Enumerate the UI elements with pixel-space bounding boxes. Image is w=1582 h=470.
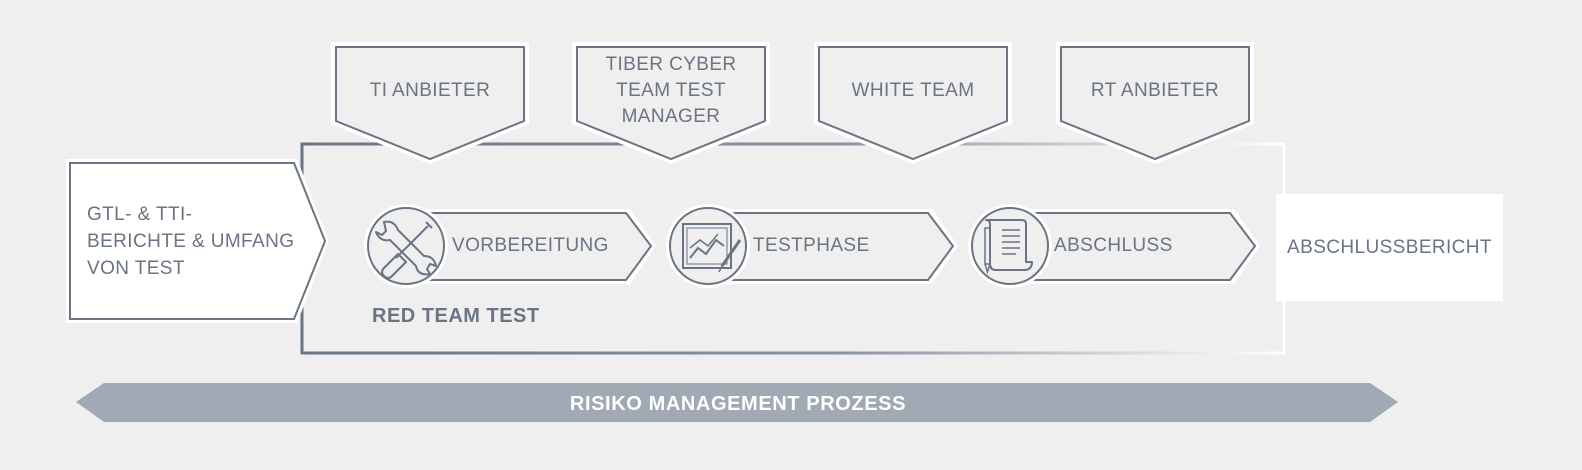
role-shield-white-team bbox=[814, 42, 1012, 164]
step-label-testphase: TESTPHASE bbox=[753, 235, 870, 256]
role-label-ti-anbieter: TI ANBIETER bbox=[335, 52, 525, 130]
output-box-shape bbox=[1276, 194, 1503, 301]
role-shield-rt-anbieter bbox=[1056, 42, 1254, 164]
document-icon bbox=[968, 204, 1052, 288]
step-arrow-testphase bbox=[706, 209, 958, 284]
step-label-vorbereitung: VORBEREITUNG bbox=[452, 235, 609, 256]
input-text-line: VON TEST bbox=[87, 257, 185, 279]
role-label-tiber-manager: TIBER CYBER TEAM TEST MANAGER bbox=[576, 52, 766, 130]
role-text-line: MANAGER bbox=[621, 106, 721, 127]
role-text-line: TIBER CYBER bbox=[605, 54, 737, 75]
step-label-abschluss: ABSCHLUSS bbox=[1054, 235, 1173, 256]
input-text-line: GTL- & TTI- bbox=[87, 203, 193, 225]
role-shield-ti-anbieter bbox=[331, 42, 529, 164]
output-box-label: ABSCHLUSSBERICHT bbox=[1287, 236, 1492, 258]
role-text-line: WHITE TEAM bbox=[851, 80, 975, 101]
role-label-rt-anbieter: RT ANBIETER bbox=[1060, 52, 1250, 130]
role-text-line: TI ANBIETER bbox=[369, 80, 491, 101]
input-box-shape bbox=[66, 159, 329, 323]
red-team-test-label: RED TEAM TEST bbox=[372, 305, 540, 327]
role-label-white-team: WHITE TEAM bbox=[818, 52, 1008, 130]
step-arrow-vorbereitung bbox=[404, 209, 656, 284]
chart-icon bbox=[666, 204, 750, 288]
risk-process-bar bbox=[76, 383, 1398, 422]
input-box-label: GTL- & TTI- BERICHTE & UMFANG VON TEST bbox=[87, 163, 302, 319]
role-shield-tiber-manager bbox=[572, 42, 770, 164]
risk-process-label: RISIKO MANAGEMENT PROZESS bbox=[569, 392, 907, 415]
role-text-line: RT ANBIETER bbox=[1090, 80, 1220, 101]
role-text-line: TEAM TEST bbox=[616, 80, 726, 101]
input-text-line: BERICHTE & UMFANG bbox=[87, 230, 295, 252]
tools-icon bbox=[364, 204, 448, 288]
